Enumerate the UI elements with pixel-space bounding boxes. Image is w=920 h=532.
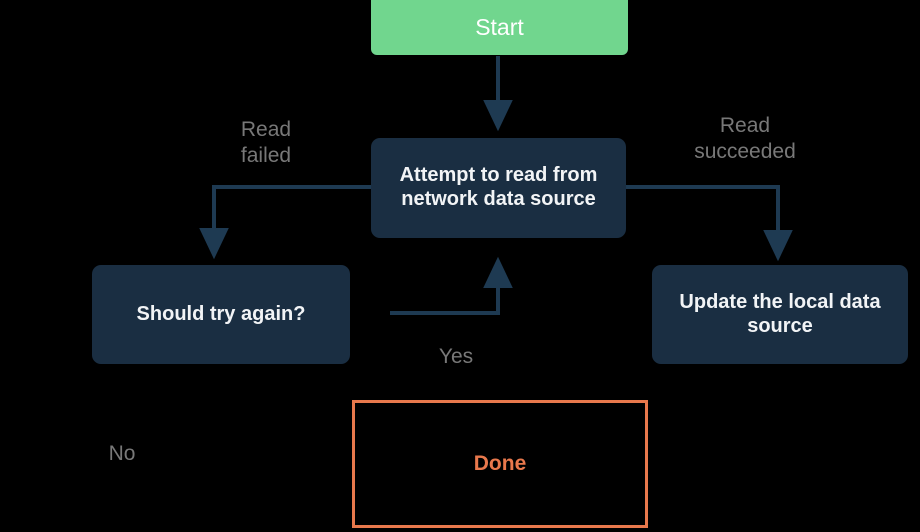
node-start[interactable]: Start: [371, 0, 628, 55]
edge-attempt-to-should: [199, 185, 371, 260]
edge-label-read-failed: Read failed: [240, 118, 292, 167]
node-update-local-data-source[interactable]: Update the local data source: [652, 265, 908, 364]
edge-label-yes: Yes: [438, 345, 474, 368]
node-should-try-again[interactable]: Should try again?: [92, 265, 350, 364]
edge-attempt-to-update: [626, 185, 793, 262]
edge-label-no: No: [108, 442, 136, 465]
edge-should-to-attempt: [390, 256, 513, 315]
node-done[interactable]: Done: [352, 400, 648, 528]
edge-label-read-succeeded: Read succeeded: [694, 114, 796, 163]
node-attempt-read[interactable]: Attempt to read from network data source: [371, 138, 626, 238]
